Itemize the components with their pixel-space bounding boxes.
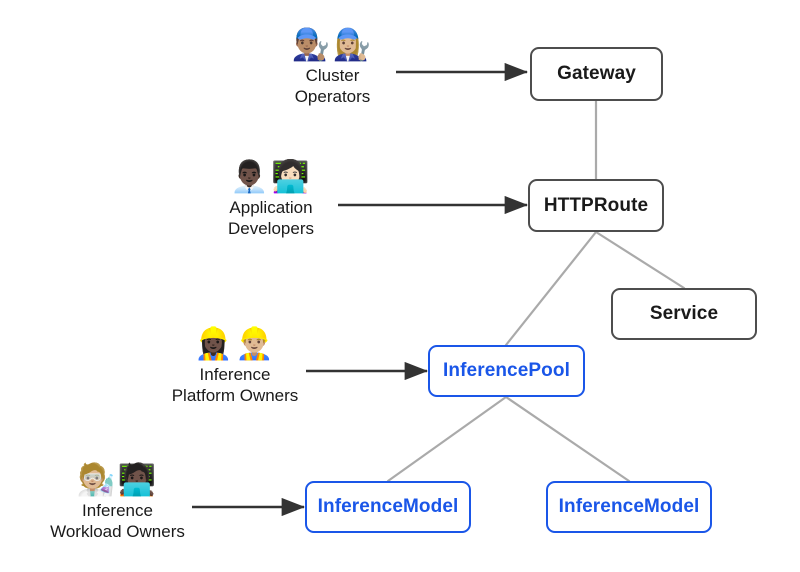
node-inferencepool-label: InferencePool	[443, 360, 570, 381]
persona-cluster-operators: 👨🏽‍🔧👩🏼‍🔧 Cluster Operators	[255, 28, 410, 108]
node-service[interactable]: Service	[611, 288, 757, 340]
application-developers-label: Application Developers	[228, 197, 314, 239]
persona-inference-workload-owners: 🧑🏼‍🔬🧑🏿‍💻 Inference Workload Owners	[35, 463, 200, 543]
node-gateway[interactable]: Gateway	[530, 47, 663, 101]
node-gateway-label: Gateway	[557, 63, 636, 84]
cluster-operators-emoji: 👨🏽‍🔧👩🏼‍🔧	[291, 27, 374, 63]
node-inferencemodel-2-label: InferenceModel	[558, 496, 700, 517]
node-inferencemodel-1[interactable]: InferenceModel	[305, 481, 471, 533]
edge-inferencepool-inferencemodel2	[504, 395, 631, 483]
node-inferencepool[interactable]: InferencePool	[428, 345, 585, 397]
application-developers-emoji: 👨🏿‍💼👩🏻‍💻	[230, 159, 312, 195]
node-inferencemodel-1-label: InferenceModel	[317, 496, 459, 517]
node-httproute[interactable]: HTTPRoute	[528, 179, 664, 232]
edge-inferencepool-inferencemodel1	[386, 395, 508, 483]
edge-httproute-service	[594, 230, 686, 290]
node-service-label: Service	[649, 303, 719, 324]
cluster-operators-label: Cluster Operators	[294, 65, 371, 107]
node-inferencemodel-2[interactable]: InferenceModel	[546, 481, 712, 533]
persona-application-developers: 👨🏿‍💼👩🏻‍💻 Application Developers	[191, 160, 351, 240]
inference-platform-owners-emoji: 👷🏿‍♀️👷🏼‍♂️	[194, 326, 276, 362]
edge-httproute-inferencepool	[504, 230, 598, 347]
node-httproute-label: HTTPRoute	[543, 194, 649, 216]
persona-inference-platform-owners: 👷🏿‍♀️👷🏼‍♂️ Inference Platform Owners	[155, 327, 315, 407]
inference-workload-owners-emoji: 🧑🏼‍🔬🧑🏿‍💻	[76, 462, 159, 498]
inference-workload-owners-label: Inference Workload Owners	[50, 500, 185, 542]
inference-platform-owners-label: Inference Platform Owners	[171, 364, 299, 406]
